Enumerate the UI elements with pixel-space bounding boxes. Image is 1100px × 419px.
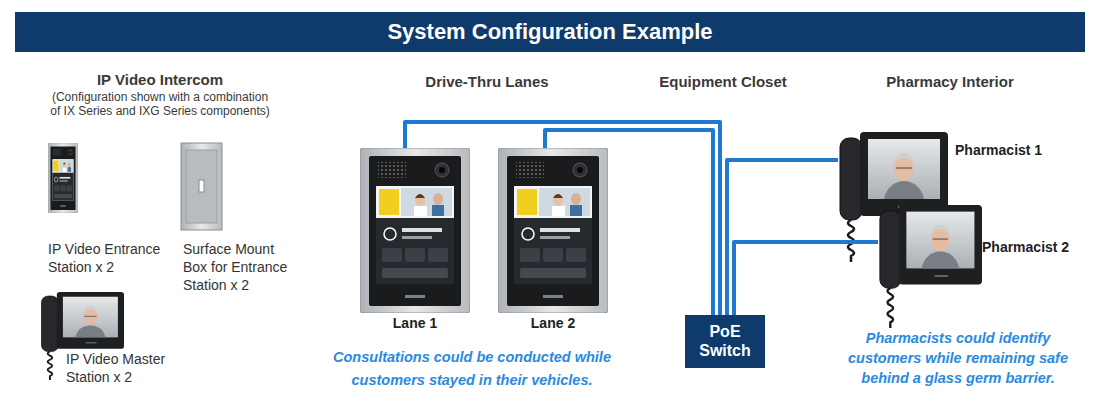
node-label: Pharmacist 1 bbox=[955, 141, 1070, 159]
mount-box-slot bbox=[199, 180, 204, 192]
device-catalog-item: Surface Mount Box for Entrance Station x… bbox=[181, 143, 297, 293]
node-label: PoE Switch bbox=[691, 322, 759, 360]
node-label: Lane 2 bbox=[498, 314, 608, 332]
node-label: IP Video Entrance Station x 2 bbox=[48, 240, 168, 276]
device-catalog-item: IP Video Master Station x 2 bbox=[40, 292, 190, 387]
master-station: Pharmacist 1 bbox=[838, 130, 1074, 220]
column-heading: Drive-Thru Lanes bbox=[377, 73, 597, 91]
connector-group bbox=[405, 122, 878, 315]
title-band: System Configuration Example bbox=[15, 12, 1085, 52]
device-catalog-item: IP Video Entrance Station x 2 bbox=[46, 143, 170, 275]
entrance-station-illustration bbox=[48, 143, 78, 213]
mount-box-frame bbox=[181, 143, 222, 230]
master-station: Pharmacist 2 bbox=[878, 203, 1078, 293]
network-cable bbox=[545, 130, 713, 315]
node-label: Surface Mount Box for Entrance Station x… bbox=[183, 240, 295, 294]
node-label: Lane 1 bbox=[360, 314, 470, 332]
network-cable bbox=[727, 160, 838, 315]
poe-switch-box: PoE Switch bbox=[685, 315, 765, 368]
node-label: Pharmacist 2 bbox=[982, 238, 1078, 256]
benefit-note: Pharmacists could identify customers whi… bbox=[842, 328, 1074, 388]
node-label: IP Video Master Station x 2 bbox=[66, 350, 190, 386]
column-heading: IP Video Intercom bbox=[40, 71, 280, 89]
entrance-station-illustration bbox=[360, 148, 470, 313]
network-cable bbox=[405, 122, 720, 315]
benefit-note: Consultations could be conducted while c… bbox=[327, 346, 617, 392]
entrance-station: Lane 1 bbox=[360, 148, 470, 332]
column-note: (Configuration shown with a combination … bbox=[48, 90, 272, 118]
diagram-title: System Configuration Example bbox=[15, 12, 1085, 52]
entrance-station-illustration bbox=[498, 148, 608, 313]
master-station-illustration bbox=[880, 205, 982, 328]
mount-box-inner bbox=[186, 150, 217, 223]
column-heading: Equipment Closet bbox=[623, 73, 823, 91]
column-heading: Pharmacy Interior bbox=[840, 73, 1060, 91]
network-cable bbox=[734, 242, 878, 315]
entrance-station: Lane 2 bbox=[498, 148, 608, 332]
